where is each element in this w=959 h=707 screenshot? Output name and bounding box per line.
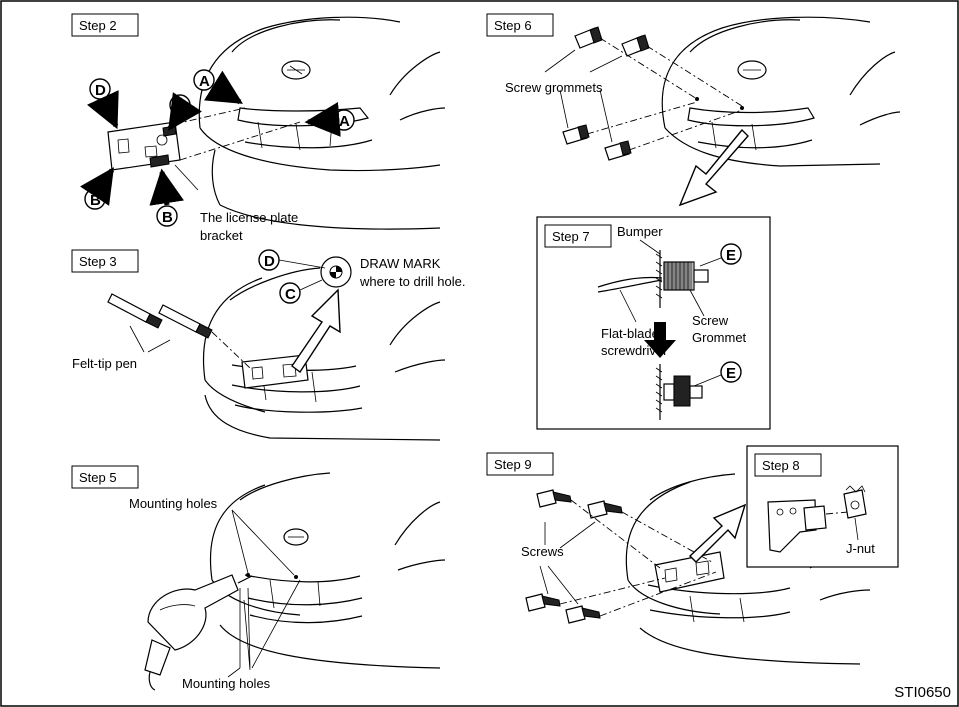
draw-mark-line2: where to drill hole. (359, 274, 466, 289)
step8-panel: Step 8 J-nut (747, 446, 898, 567)
mounting-holes-bottom-label: Mounting holes (182, 676, 271, 691)
flat-blade-line1: Flat-blade (601, 326, 659, 341)
callout-b-2: B (162, 209, 173, 226)
callout-b-1: B (90, 192, 101, 209)
step6-label: Step 6 (494, 18, 532, 33)
grommet-label: Grommet (692, 330, 747, 345)
step5-label: Step 5 (79, 470, 117, 485)
bracket-label-line1: The license plate (200, 210, 298, 225)
felt-tip-pen-label: Felt-tip pen (72, 356, 137, 371)
felt-tip-pens (108, 294, 212, 338)
step8-label: Step 8 (762, 458, 800, 473)
car-front-step6 (662, 17, 900, 166)
callout-a-2: A (339, 113, 350, 130)
car-front-step5 (210, 473, 445, 668)
step7-panel: Step 7 Bumper E Flat-blade screwdriver S… (537, 217, 770, 429)
callout-a-1: A (199, 73, 210, 90)
drill-icon (145, 575, 252, 690)
step2-panel: Step 2 D (72, 14, 445, 243)
callout-d-3: D (264, 253, 275, 270)
step3-panel: Step 3 Felt-tip pen D (72, 250, 466, 440)
car-front-step3 (203, 268, 445, 440)
step2-label: Step 2 (79, 18, 117, 33)
license-plate-bracket (108, 122, 180, 170)
mounting-holes-top-label: Mounting holes (129, 496, 218, 511)
screw-grommets-label: Screw grommets (505, 80, 603, 95)
callout-e-2: E (726, 365, 736, 382)
callout-e-1: E (726, 247, 736, 264)
indicator-arrow-down (680, 130, 748, 205)
step3-label: Step 3 (79, 254, 117, 269)
step6-panel: Step 6 Screw grommets (487, 14, 900, 205)
draw-mark-line1: DRAW MARK (360, 256, 441, 271)
step9-label: Step 9 (494, 457, 532, 472)
screw-label: Screw (692, 313, 729, 328)
j-nut-label: J-nut (846, 541, 875, 556)
bumper-label: Bumper (617, 224, 663, 239)
screws-label: Screws (521, 544, 564, 559)
bracket-label-line2: bracket (200, 228, 243, 243)
step5-panel: Step 5 Mounting holes (72, 466, 445, 691)
step7-label: Step 7 (552, 229, 590, 244)
callout-d-1: D (95, 82, 106, 99)
indicator-arrow-up (292, 290, 340, 372)
callout-c: C (285, 286, 296, 303)
figure-code: STI0650 (894, 684, 951, 701)
callout-d-2: D (175, 98, 186, 115)
